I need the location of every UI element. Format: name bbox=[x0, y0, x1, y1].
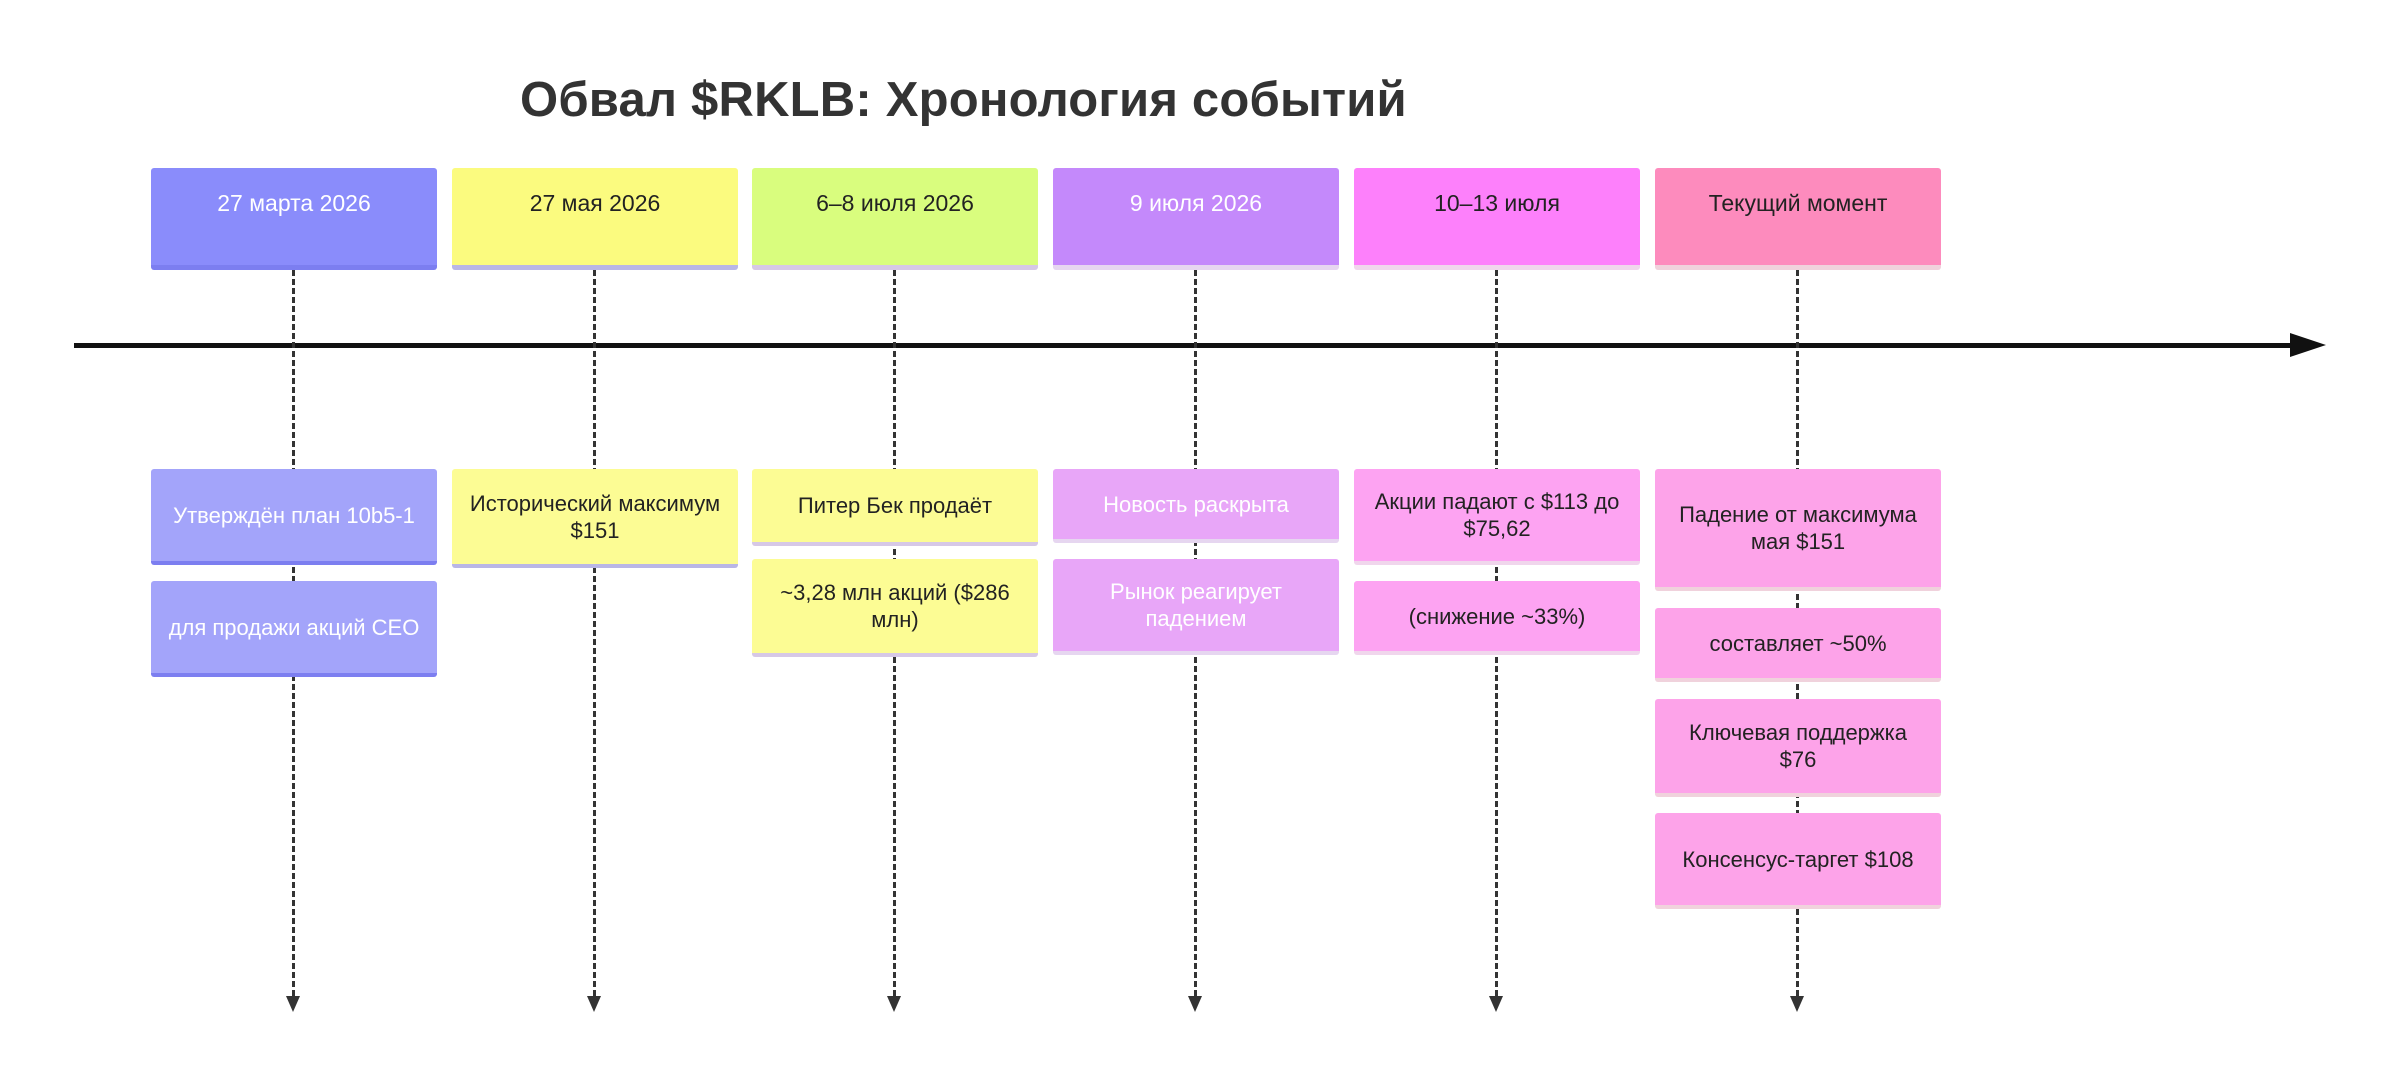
event-card: Акции падают с $113 до $75,62 bbox=[1354, 469, 1640, 565]
connector-arrow-head bbox=[587, 996, 601, 1012]
event-card: составляет ~50% bbox=[1655, 608, 1941, 682]
timeline-arrow-head bbox=[2290, 333, 2326, 357]
event-card: Консенсус-таргет $108 bbox=[1655, 813, 1941, 909]
event-card: Падение от максимума мая $151 bbox=[1655, 469, 1941, 591]
event-card: Новость раскрыта bbox=[1053, 469, 1339, 543]
date-header: 27 мая 2026 bbox=[452, 168, 738, 270]
dashed-connector bbox=[593, 270, 596, 1005]
connector-arrow-head bbox=[1489, 996, 1503, 1012]
event-card: ~3,28 млн акций ($286 млн) bbox=[752, 559, 1038, 657]
event-card: Утверждён план 10b5-1 bbox=[151, 469, 437, 565]
date-header: 6–8 июля 2026 bbox=[752, 168, 1038, 270]
event-card: для продажи акций CEO bbox=[151, 581, 437, 677]
date-header: 9 июля 2026 bbox=[1053, 168, 1339, 270]
page-title: Обвал $RKLB: Хронология событий bbox=[520, 73, 1407, 127]
connector-arrow-head bbox=[286, 996, 300, 1012]
event-card: Питер Бек продаёт bbox=[752, 469, 1038, 546]
connector-arrow-head bbox=[887, 996, 901, 1012]
date-header: Текущий момент bbox=[1655, 168, 1941, 270]
date-header: 27 марта 2026 bbox=[151, 168, 437, 270]
connector-arrow-head bbox=[1790, 996, 1804, 1012]
connector-arrow-head bbox=[1188, 996, 1202, 1012]
date-header: 10–13 июля bbox=[1354, 168, 1640, 270]
event-card: Ключевая поддержка $76 bbox=[1655, 699, 1941, 797]
event-card: Рынок реагирует падением bbox=[1053, 559, 1339, 655]
event-card: Исторический максимум $151 bbox=[452, 469, 738, 568]
timeline-axis bbox=[74, 343, 2294, 348]
event-card: (снижение ~33%) bbox=[1354, 581, 1640, 655]
